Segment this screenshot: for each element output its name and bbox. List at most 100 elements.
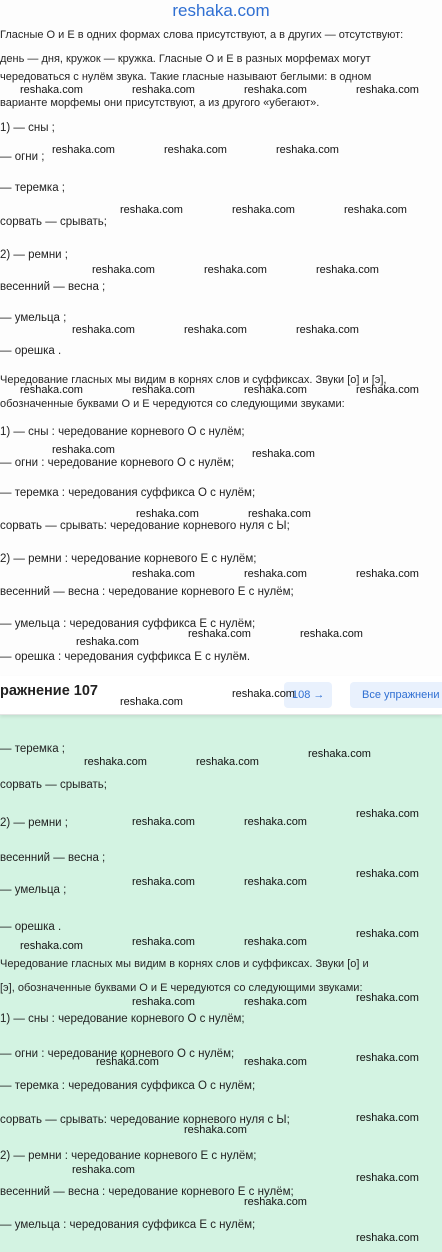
watermark: reshaka.com (132, 84, 195, 96)
example-line: 2) — ремни ; (0, 817, 68, 829)
watermark: reshaka.com (244, 876, 307, 888)
explained-line: сорвать — срывать: чередование корневого… (0, 520, 290, 532)
watermark: reshaka.com (244, 1196, 307, 1208)
para-line: [э], обозначенные буквами О и Е чередуют… (0, 982, 363, 994)
watermark: reshaka.com (244, 816, 307, 828)
intro-line: варианте морфемы они присутствуют, а из … (0, 97, 320, 109)
explained-line: 1) — сны : чередование корневого О с нул… (0, 426, 245, 438)
watermark: reshaka.com (132, 936, 195, 948)
explained-line: — орешка : чередования суффикса Е с нулё… (0, 651, 251, 663)
upper-page (0, 0, 442, 712)
watermark: reshaka.com (244, 996, 307, 1008)
watermark: reshaka.com (356, 1112, 419, 1124)
para-line: Чередование гласных мы видим в корнях сл… (0, 374, 387, 386)
para-line: Чередование гласных мы видим в корнях сл… (0, 958, 369, 970)
lower-page (0, 712, 442, 1252)
watermark: reshaka.com (308, 748, 371, 760)
explained-line: весенний — весна : чередование корневого… (0, 586, 294, 598)
explained-line: весенний — весна : чередование корневого… (0, 1186, 294, 1198)
watermark: reshaka.com (356, 868, 419, 880)
intro-line: Гласные О и Е в одних формах слова прису… (0, 29, 404, 41)
all-exercises-button[interactable]: Все упражнени (350, 682, 442, 708)
watermark: reshaka.com (132, 384, 195, 396)
explained-line: 1) — сны : чередование корневого О с нул… (0, 1013, 245, 1025)
watermark: reshaka.com (356, 1052, 419, 1064)
watermark: reshaka.com (244, 384, 307, 396)
watermark: reshaka.com (232, 204, 295, 216)
watermark: reshaka.com (164, 144, 227, 156)
watermark: reshaka.com (356, 1172, 419, 1184)
example-line: весенний — весна ; (0, 281, 106, 293)
watermark: reshaka.com (356, 84, 419, 96)
watermark: reshaka.com (244, 568, 307, 580)
watermark: reshaka.com (136, 508, 199, 520)
watermark: reshaka.com (120, 204, 183, 216)
exercise-title: ражнение 107 (0, 683, 98, 699)
watermark: reshaka.com (188, 628, 251, 640)
watermark: reshaka.com (52, 144, 115, 156)
intro-line: чередоваться с нулём звука. Такие гласны… (0, 71, 372, 83)
watermark: reshaka.com (316, 264, 379, 276)
explained-line: — теремка : чередования суффикса О с нул… (0, 487, 256, 499)
explained-line: — огни : чередование корневого О с нулём… (0, 1048, 235, 1060)
watermark: reshaka.com (92, 264, 155, 276)
example-line: — теремка ; (0, 743, 65, 755)
next-exercise-button[interactable]: 108 → (284, 682, 333, 708)
watermark: reshaka.com (20, 84, 83, 96)
example-line: сорвать — срывать; (0, 216, 107, 228)
example-line: — умельца ; (0, 312, 67, 324)
watermark: reshaka.com (196, 756, 259, 768)
intro-line: день — дня, кружок — кружка. Гласные О и… (0, 53, 371, 65)
example-line: 1) — сны ; (0, 122, 55, 134)
example-line: — умельца ; (0, 884, 67, 896)
watermark: reshaka.com (232, 688, 295, 700)
watermark: reshaka.com (84, 756, 147, 768)
watermark: reshaka.com (356, 808, 419, 820)
watermark: reshaka.com (132, 568, 195, 580)
explained-line: — огни : чередование корневого О с нулём… (0, 457, 235, 469)
watermark: reshaka.com (244, 1056, 307, 1068)
example-line: — теремка ; (0, 182, 65, 194)
explained-line: сорвать — срывать: чередование корневого… (0, 1114, 290, 1126)
example-line: — огни ; (0, 151, 45, 163)
explained-line: — умельца : чередования суффикса Е с нул… (0, 618, 256, 630)
watermark: reshaka.com (244, 936, 307, 948)
watermark: reshaka.com (276, 144, 339, 156)
watermark: reshaka.com (356, 928, 419, 940)
watermark: reshaka.com (132, 876, 195, 888)
watermark: reshaka.com (356, 384, 419, 396)
watermark: reshaka.com (52, 444, 115, 456)
watermark: reshaka.com (300, 628, 363, 640)
example-line: 2) — ремни ; (0, 249, 68, 261)
watermark: reshaka.com (132, 996, 195, 1008)
example-line: — орешка . (0, 921, 62, 933)
site-logo[interactable]: reshaka.com (172, 1, 270, 20)
watermark: reshaka.com (72, 324, 135, 336)
explained-line: — теремка : чередования суффикса О с нул… (0, 1080, 256, 1092)
watermark: reshaka.com (248, 508, 311, 520)
watermark: reshaka.com (356, 992, 419, 1004)
watermark: reshaka.com (72, 1164, 135, 1176)
watermark: reshaka.com (20, 384, 83, 396)
watermark: reshaka.com (184, 1124, 247, 1136)
watermark: reshaka.com (204, 264, 267, 276)
watermark: reshaka.com (356, 568, 419, 580)
watermark: reshaka.com (356, 1232, 419, 1244)
watermark: reshaka.com (344, 204, 407, 216)
example-line: — орешка . (0, 345, 62, 357)
watermark: reshaka.com (296, 324, 359, 336)
watermark: reshaka.com (132, 816, 195, 828)
explained-line: — умельца : чередования суффикса Е с нул… (0, 1219, 256, 1231)
watermark: reshaka.com (76, 636, 139, 648)
example-line: сорвать — срывать; (0, 779, 107, 791)
explained-line: 2) — ремни : чередование корневого Е с н… (0, 553, 257, 565)
watermark: reshaka.com (252, 448, 315, 460)
explained-line: 2) — ремни : чередование корневого Е с н… (0, 1150, 257, 1162)
watermark: reshaka.com (20, 940, 83, 952)
watermark: reshaka.com (96, 1056, 159, 1068)
para-line: обозначенные буквами О и Е чередуются со… (0, 398, 345, 410)
watermark: reshaka.com (184, 324, 247, 336)
watermark: reshaka.com (120, 696, 183, 708)
watermark: reshaka.com (244, 84, 307, 96)
example-line: весенний — весна ; (0, 852, 106, 864)
